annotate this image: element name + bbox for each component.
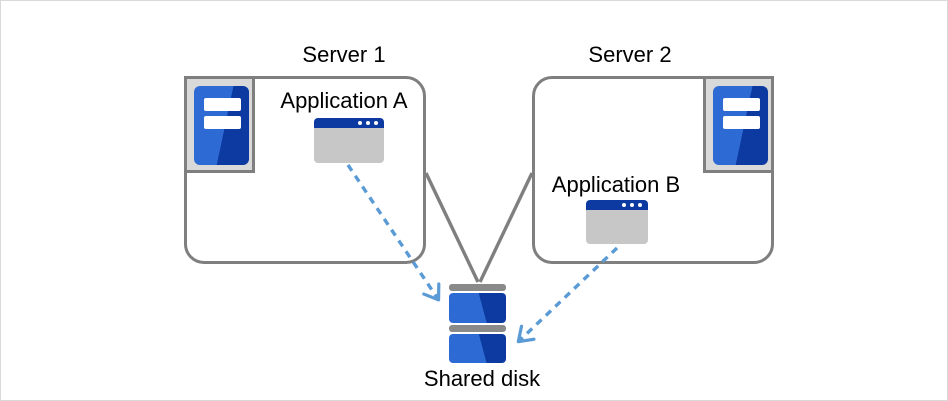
- application-window-icon: [314, 118, 384, 163]
- application-b-label: Application B: [551, 172, 681, 197]
- application-window-icon: [586, 200, 648, 244]
- disk-platter: [449, 293, 506, 323]
- window-titlebar: [314, 118, 384, 128]
- window-buttons-icon: [622, 203, 642, 207]
- server-tower-front: [713, 86, 768, 165]
- disk-top-cap: [449, 284, 506, 291]
- drive-bay-slot: [204, 116, 241, 129]
- disk-platter: [449, 334, 506, 363]
- drive-bay-slot: [204, 98, 241, 111]
- window-titlebar: [586, 200, 648, 210]
- application-a-label: Application A: [280, 88, 408, 113]
- server-tower-icon: [703, 76, 774, 173]
- window-body: [586, 210, 648, 244]
- server1-title: Server 1: [302, 42, 386, 67]
- server2-title: Server 2: [588, 42, 672, 67]
- window-buttons-icon: [358, 121, 378, 125]
- server1-to-disk-line: [424, 172, 480, 283]
- server-tower-front: [194, 86, 249, 165]
- window-body: [314, 128, 384, 163]
- drive-bay-slot: [723, 116, 760, 129]
- drive-bay-slot: [723, 98, 760, 111]
- disk-stack-icon: [449, 284, 506, 363]
- shared-disk-label: Shared disk: [423, 366, 541, 391]
- disk-top-cap: [449, 325, 506, 332]
- server-tower-icon: [184, 76, 255, 173]
